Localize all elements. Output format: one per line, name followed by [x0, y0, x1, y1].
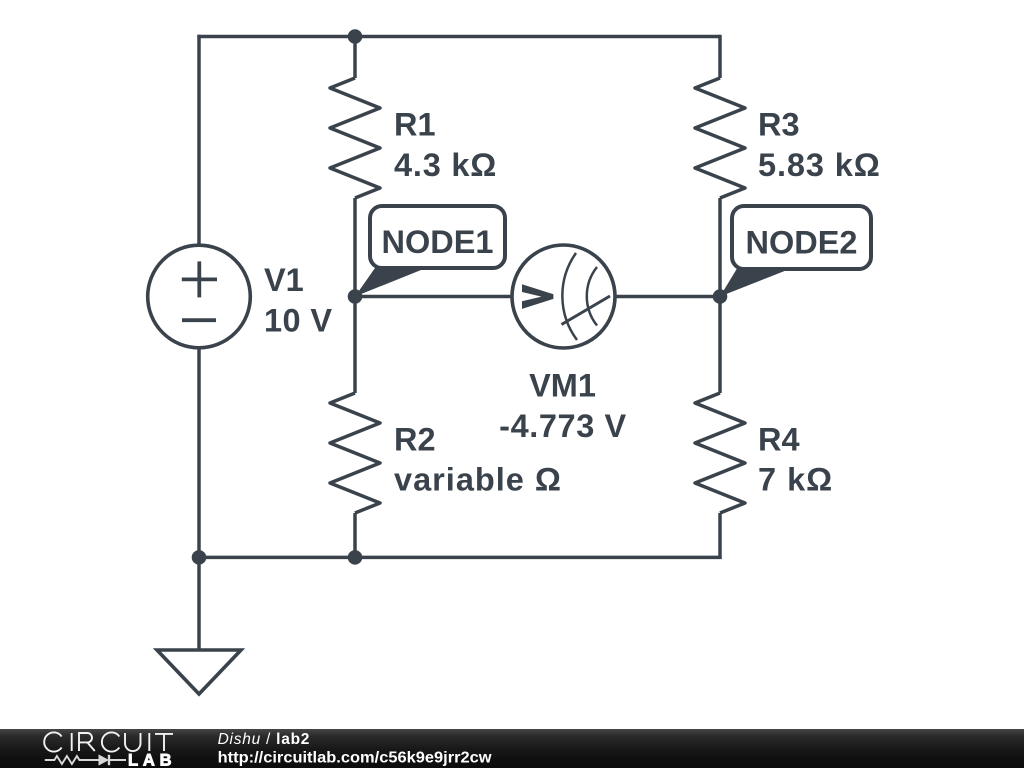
svg-text:NODE1: NODE1 — [382, 224, 494, 260]
svg-text:-4.773 V: -4.773 V — [499, 408, 627, 444]
svg-text:4.3 kΩ: 4.3 kΩ — [394, 147, 497, 183]
svg-text:R1: R1 — [394, 106, 436, 142]
svg-text:http://circuitlab.com/c56k9e9j: http://circuitlab.com/c56k9e9jrr2cw — [218, 749, 493, 766]
svg-text:R4: R4 — [758, 422, 800, 458]
svg-text:Dishu / lab2: Dishu / lab2 — [218, 731, 311, 748]
svg-text:variable Ω: variable Ω — [394, 462, 562, 498]
svg-text:R3: R3 — [758, 106, 800, 142]
svg-text:LAB: LAB — [128, 752, 176, 768]
svg-text:7 kΩ: 7 kΩ — [758, 462, 833, 498]
svg-text:10 V: 10 V — [264, 303, 332, 339]
svg-text:R2: R2 — [394, 422, 436, 458]
svg-text:NODE2: NODE2 — [746, 225, 858, 261]
svg-text:5.83 kΩ: 5.83 kΩ — [758, 147, 881, 183]
svg-text:V1: V1 — [264, 262, 304, 298]
svg-text:VM1: VM1 — [529, 368, 596, 404]
